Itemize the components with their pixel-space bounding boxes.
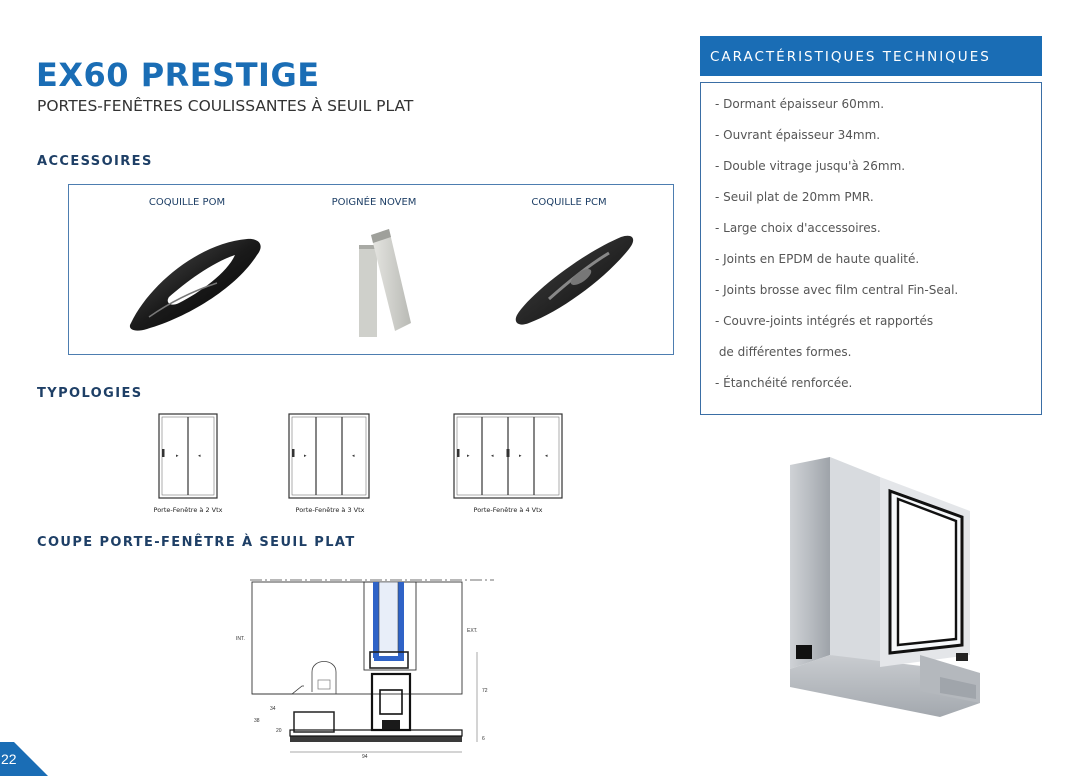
dim-38: 38 [254, 718, 260, 724]
dim-6: 6 [482, 736, 485, 742]
dim-94: 94 [362, 754, 368, 760]
page-subtitle: PORTES-FENÊTRES COULISSANTES À SEUIL PLA… [37, 97, 414, 115]
specs-heading: CARACTÉRISTIQUES TECHNIQUES [700, 36, 1042, 76]
spec-item: - Étanchéité renforcée. [715, 376, 853, 390]
svg-text:◂: ◂ [491, 453, 494, 459]
page-number: 22 [1, 751, 17, 767]
svg-text:▸: ▸ [304, 453, 307, 459]
coquille-pcm-image [515, 235, 634, 325]
spec-item: - Large choix d'accessoires. [715, 221, 881, 235]
svg-text:◂: ◂ [545, 453, 548, 459]
svg-text:▸: ▸ [519, 453, 522, 459]
spec-item: - Dormant épaisseur 60mm. [715, 97, 885, 111]
svg-text:▸: ▸ [467, 453, 470, 459]
poignee-novem-image [359, 229, 411, 337]
window-profile-illustration [790, 457, 980, 717]
specs-panel: - Dormant épaisseur 60mm. - Ouvrant épai… [700, 82, 1042, 415]
typologies-heading: TYPOLOGIES [37, 386, 143, 401]
label-ext: EXT. [467, 628, 478, 634]
typology-3-panels-drawing: ▸ ◂ [288, 413, 370, 499]
coquille-pom-image [129, 238, 261, 331]
typology-2-panels-drawing: ▸ ◂ [158, 413, 218, 499]
spec-item: - Joints en EPDM de haute qualité. [715, 252, 920, 266]
spec-item: - Couvre-joints intégrés et rapportés [715, 314, 934, 328]
accessory-label-coquille-pom: COQUILLE POM [148, 197, 226, 208]
page-number-tab: 22 [0, 742, 48, 776]
dim-72: 72 [482, 688, 488, 694]
accessory-label-poignee-novem: POIGNÉE NOVEM [331, 197, 417, 208]
typology-3-caption: Porte-Fenêtre à 3 Vtx [295, 506, 365, 514]
dim-34: 34 [270, 706, 276, 712]
svg-text:◂: ◂ [198, 453, 201, 459]
spec-item: - Seuil plat de 20mm PMR. [715, 190, 874, 204]
label-int: INT. [236, 636, 245, 642]
svg-text:◂: ◂ [352, 453, 355, 459]
accessory-label-coquille-pcm: COQUILLE PCM [531, 197, 607, 208]
spec-item: - Ouvrant épaisseur 34mm. [715, 128, 881, 142]
section-cut-heading: COUPE PORTE-FENÊTRE À SEUIL PLAT [37, 535, 356, 550]
dim-20: 20 [276, 728, 282, 734]
accessories-panel: COQUILLE POM POIGNÉE NOVEM COQUILLE PCM [68, 184, 674, 355]
typology-2-caption: Porte-Fenêtre à 2 Vtx [153, 506, 223, 514]
svg-text:▸: ▸ [176, 453, 179, 459]
accessories-heading: ACCESSOIRES [37, 154, 153, 169]
spec-item: de différentes formes. [715, 345, 852, 359]
typology-4-panels-drawing: ▸ ◂ ▸ ◂ [453, 413, 563, 499]
spec-item: - Joints brosse avec film central Fin-Se… [715, 283, 959, 297]
spec-item: - Double vitrage jusqu'à 26mm. [715, 159, 906, 173]
page-title: EX60 PRESTIGE [36, 56, 320, 94]
typology-4-caption: Porte-Fenêtre à 4 Vtx [473, 506, 543, 514]
section-cut-drawing: INT. EXT. 34 38 20 72 6 94 [236, 579, 494, 760]
